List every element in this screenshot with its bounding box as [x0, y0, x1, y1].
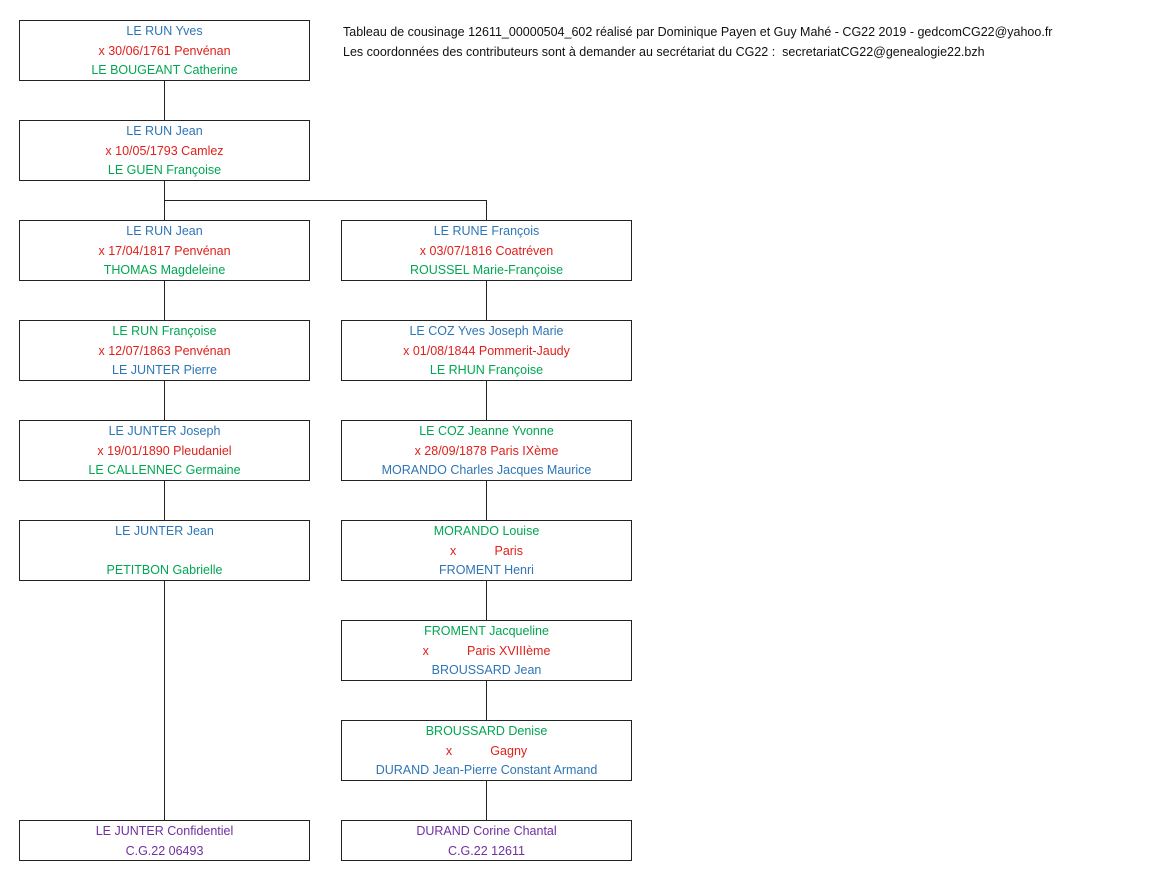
connector-line: [486, 480, 487, 520]
couple-box: LE JUNTER Joseph x 19/01/1890 Pleudaniel…: [19, 420, 310, 481]
person-name: LE RUNE François: [433, 224, 540, 238]
person-name: LE JUNTER Joseph: [108, 424, 221, 438]
marriage-info: x 28/09/1878 Paris IXème: [414, 443, 559, 458]
connector-line: [164, 200, 487, 201]
connector-line: [486, 380, 487, 420]
couple-box: FROMENT Jacqueline x Paris XVIIIème BROU…: [341, 620, 632, 681]
person-name: BROUSSARD Denise: [425, 724, 548, 738]
connector-line: [486, 200, 487, 220]
marriage-info: x Paris: [450, 543, 523, 558]
person-name: FROMENT Jacqueline: [424, 624, 549, 638]
person-name: LE COZ Yves Joseph Marie: [409, 324, 564, 338]
spouse-name: LE JUNTER Pierre: [112, 363, 217, 378]
marriage-info: x Gagny: [445, 743, 528, 758]
descendant-box: LE JUNTER Confidentiel C.G.22 06493: [19, 820, 310, 861]
connector-line: [164, 80, 165, 120]
person-name: LE RUN Yves: [126, 24, 203, 38]
person-name: MORANDO Louise: [433, 524, 540, 538]
spouse-name: LE CALLENNEC Germaine: [88, 463, 241, 478]
person-name: LE COZ Jeanne Yvonne: [419, 424, 554, 438]
marriage-info: x Paris XVIIIème: [422, 643, 551, 658]
person-name: LE RUN Jean: [126, 224, 203, 238]
couple-box: LE RUNE François x 03/07/1816 Coatréven …: [341, 220, 632, 281]
marriage-info: x 10/05/1793 Camlez: [105, 143, 224, 158]
couple-box: LE COZ Yves Joseph Marie x 01/08/1844 Po…: [341, 320, 632, 381]
couple-box: MORANDO Louise x Paris FROMENT Henri: [341, 520, 632, 581]
couple-box: LE RUN Jean x 10/05/1793 Camlez LE GUEN …: [19, 120, 310, 181]
couple-box: LE RUN Françoise x 12/07/1863 Penvénan L…: [19, 320, 310, 381]
spouse-name: FROMENT Henri: [439, 563, 534, 578]
member-id: C.G.22 06493: [125, 843, 204, 858]
marriage-info: x 01/08/1844 Pommerit-Jaudy: [403, 343, 570, 358]
marriage-info: x 30/06/1761 Penvénan: [98, 43, 231, 58]
person-name: LE RUN Jean: [126, 124, 203, 138]
connector-line: [164, 380, 165, 420]
header-line-1: Tableau de cousinage 12611_00000504_602 …: [343, 25, 1053, 39]
couple-box: LE RUN Jean x 17/04/1817 Penvénan THOMAS…: [19, 220, 310, 281]
member-id: C.G.22 12611: [448, 843, 525, 858]
spouse-name: LE RHUN Françoise: [429, 363, 544, 378]
descendant-name: LE JUNTER Confidentiel: [95, 824, 234, 838]
person-name: LE JUNTER Jean: [115, 524, 214, 538]
couple-box: BROUSSARD Denise x Gagny DURAND Jean-Pie…: [341, 720, 632, 781]
spouse-name: BROUSSARD Jean: [431, 663, 542, 678]
connector-line: [164, 280, 165, 320]
marriage-info: x 12/07/1863 Penvénan: [98, 343, 231, 358]
connector-line: [486, 280, 487, 320]
marriage-info: x 03/07/1816 Coatréven: [419, 243, 554, 258]
connector-line: [486, 680, 487, 720]
spouse-name: PETITBON Gabrielle: [106, 563, 223, 578]
couple-box: LE RUN Yves x 30/06/1761 Penvénan LE BOU…: [19, 20, 310, 81]
person-name: LE RUN Françoise: [112, 324, 217, 338]
marriage-info: x 19/01/1890 Pleudaniel: [97, 443, 232, 458]
spouse-name: MORANDO Charles Jacques Maurice: [381, 463, 592, 478]
connector-line: [486, 580, 487, 620]
spouse-name: THOMAS Magdeleine: [103, 263, 226, 278]
descendant-box: DURAND Corine Chantal C.G.22 12611: [341, 820, 632, 861]
marriage-info: x 17/04/1817 Penvénan: [98, 243, 231, 258]
marriage-info: [20, 541, 309, 561]
header-line-2: Les coordonnées des contributeurs sont à…: [343, 45, 985, 59]
spouse-name: DURAND Jean-Pierre Constant Armand: [375, 763, 598, 778]
couple-box: LE COZ Jeanne Yvonne x 28/09/1878 Paris …: [341, 420, 632, 481]
descendant-name: DURAND Corine Chantal: [416, 824, 557, 838]
couple-box: LE JUNTER Jean PETITBON Gabrielle: [19, 520, 310, 581]
connector-line: [164, 580, 165, 820]
spouse-name: LE GUEN Françoise: [107, 163, 222, 178]
connector-line: [486, 780, 487, 820]
spouse-name: ROUSSEL Marie-Françoise: [409, 263, 564, 278]
spouse-name: LE BOUGEANT Catherine: [91, 63, 238, 78]
connector-line: [164, 480, 165, 520]
